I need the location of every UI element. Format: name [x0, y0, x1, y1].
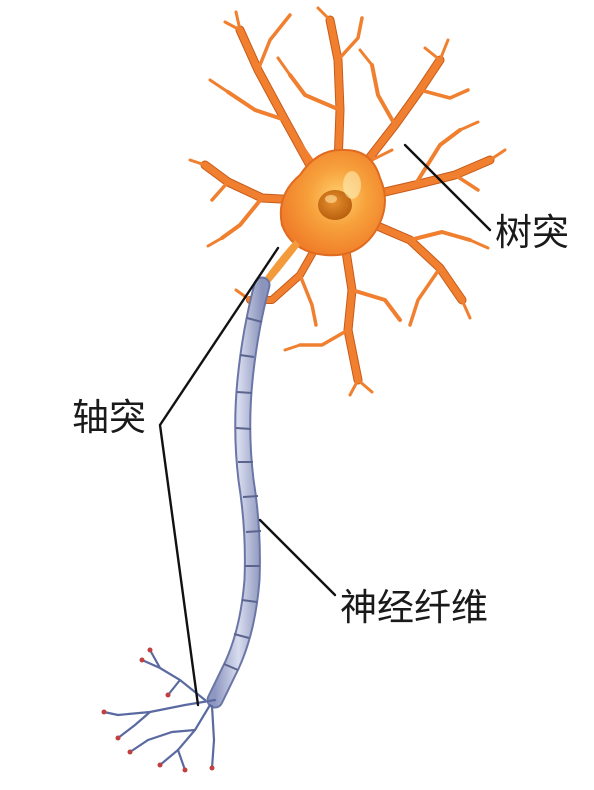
nerve-fiber [206, 276, 271, 709]
leader-line-dendrite [403, 143, 492, 232]
axon-terminals [101, 647, 217, 773]
cell-body [279, 148, 386, 257]
label-dendrite: 树突 [495, 211, 569, 254]
label-axon: 轴突 [72, 396, 146, 439]
leader-line-axon [158, 246, 280, 707]
label-nerve-fiber: 神经纤维 [340, 586, 488, 629]
myelin-segments [223, 317, 263, 671]
leader-line-nerve-fiber [258, 518, 337, 597]
axon-hillock [256, 240, 300, 290]
